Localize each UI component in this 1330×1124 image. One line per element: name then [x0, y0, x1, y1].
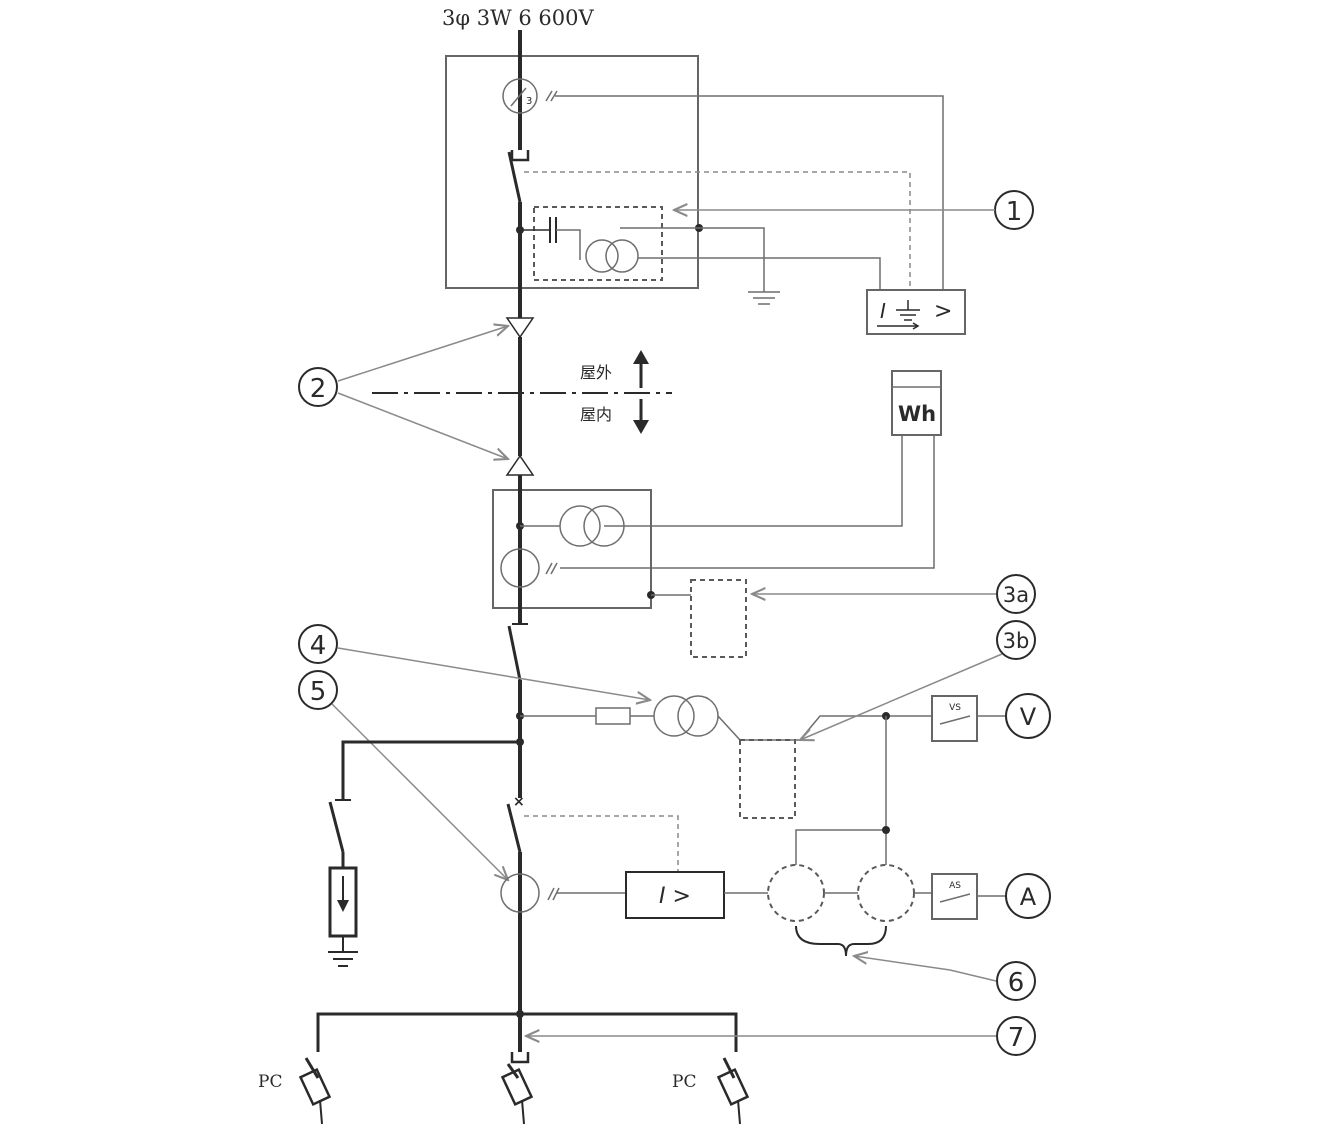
callout-3a — [996, 574, 1036, 614]
callout-3b — [996, 620, 1036, 660]
svg-text:7: 7 — [1008, 1023, 1025, 1053]
device-3a-box — [690, 579, 747, 658]
arrester-group-box — [533, 206, 663, 281]
device-3b-box — [739, 739, 796, 819]
indoor-label: 屋内 — [580, 405, 612, 424]
pc-center-icon — [500, 1067, 534, 1107]
svg-text:>: > — [934, 299, 952, 324]
pc-right-label: PC — [672, 1072, 696, 1092]
svg-text:2: 2 — [310, 374, 327, 404]
vt-fuse-icon — [595, 707, 631, 725]
svg-text:V: V — [1020, 703, 1037, 731]
disconnector-icon — [510, 150, 530, 162]
vt2-icon — [653, 695, 695, 737]
bus-bar — [316, 1012, 738, 1052]
switch-icon — [507, 151, 522, 203]
callout-7 — [996, 1016, 1036, 1056]
voltmeter-switch — [931, 695, 978, 742]
pc-left-icon — [298, 1067, 332, 1107]
cable-head-outdoor-icon — [505, 317, 535, 339]
watthour-meter — [891, 370, 942, 436]
pc-right-icon — [716, 1067, 750, 1107]
device-6b-circle — [857, 864, 915, 922]
svg-text:AS: AS — [949, 881, 961, 891]
ct2-icon — [500, 873, 540, 913]
vt-icon — [559, 505, 601, 547]
svg-text:A: A — [1020, 883, 1037, 911]
brace-6 — [795, 925, 887, 957]
svg-text:4: 4 — [310, 631, 327, 661]
svg-text:3b: 3b — [1003, 629, 1030, 653]
zct-icon — [502, 78, 538, 114]
ground-fault-relay — [866, 289, 966, 335]
svg-text:5: 5 — [310, 677, 327, 707]
overcurrent-relay — [625, 871, 725, 919]
svg-text:6: 6 — [1008, 968, 1025, 998]
voltmeter — [1005, 693, 1051, 739]
svg-text:3: 3 — [526, 96, 532, 107]
ammeter — [1005, 873, 1051, 919]
vct-enclosure — [492, 489, 652, 609]
svg-text:×: × — [513, 794, 525, 810]
svg-text:3a: 3a — [1003, 583, 1029, 607]
svg-text:VS: VS — [949, 703, 961, 713]
svg-text:Wh: Wh — [898, 402, 936, 426]
svg-text:1: 1 — [1006, 197, 1023, 227]
main-breaker-icon — [506, 803, 522, 853]
callout-6 — [996, 961, 1036, 1001]
svg-text:I >: I > — [659, 884, 691, 909]
ct-icon — [500, 548, 540, 588]
main-switch-icon — [507, 625, 522, 681]
device-6a-circle — [767, 864, 825, 922]
callout-4 — [298, 624, 338, 664]
outdoor-label: 屋外 — [580, 363, 612, 382]
callout-5 — [298, 670, 338, 710]
callout-2 — [298, 367, 338, 407]
lbs-switch-icon — [328, 801, 345, 853]
pc-left-label: PC — [258, 1072, 282, 1092]
svg-text:I: I — [880, 299, 886, 323]
supply-label: 3φ 3W 6 600V — [442, 6, 594, 30]
cable-head-indoor-icon — [505, 454, 535, 476]
